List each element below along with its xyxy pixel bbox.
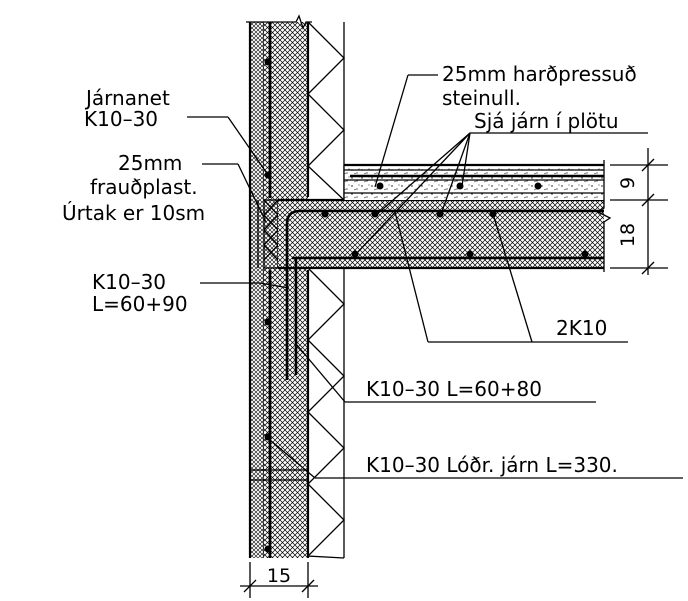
label-vertical-bar: K10–30 Lóðr. járn L=330. [366,453,618,477]
label-mesh-name: Járnanet [84,86,170,110]
label-mesh-spec: K10–30 [84,107,158,131]
leader-lines [187,74,683,479]
label-bend-bar: K10–30 L=60+80 [366,377,542,401]
label-eps-thickness: 25mm [118,151,182,175]
label-eps-name: frauðplast. [90,175,198,199]
dimensions [240,148,668,598]
eps-cutout [257,199,279,269]
label-wool-name: steinull. [442,86,521,110]
slab-topping [343,160,612,272]
concrete-wall [246,14,312,558]
wall-insulation [306,21,345,559]
dim-wall: 15 [267,565,291,587]
label-cutout: Úrtak er 10sm [62,201,205,225]
rebar [268,22,604,558]
dim-topping: 9 [617,177,639,189]
label-edge-bars: 2K10 [556,316,607,340]
label-anchor-length: L=60+90 [92,292,188,316]
label-anchor-spec: K10–30 [92,270,166,294]
label-slab-rebar-note: Sjá járn í plötu [474,109,619,133]
inner-wall-leaf [248,22,265,558]
dim-slab: 18 [617,223,639,247]
annotations: Járnanet K10–30 25mm frauðplast. Úrtak e… [62,62,639,587]
label-wool-thickness: 25mm harðpressuð [442,62,637,86]
